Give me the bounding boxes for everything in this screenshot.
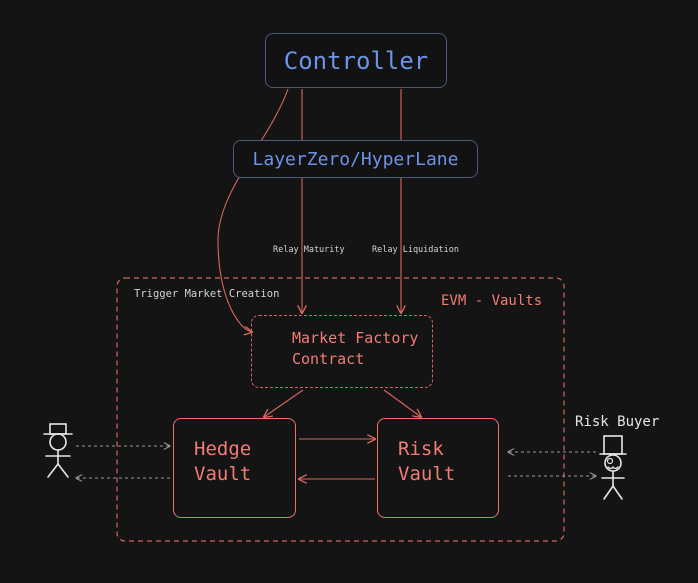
market-factory-line-2: Contract: [292, 350, 365, 368]
risk-vault-line-1: Risk: [398, 438, 444, 460]
trigger-market-creation-label: Trigger Market Creation: [134, 288, 280, 300]
controller-node: Controller: [265, 33, 447, 88]
layerzero-hyperlane-node: LayerZero/HyperLane: [233, 140, 478, 178]
market-factory-line-1: Market Factory: [292, 329, 419, 347]
risk-vault-line-2: Vault: [398, 463, 456, 485]
risk-vault-node: Risk Vault: [377, 418, 499, 518]
risk-buyer-label: Risk Buyer: [575, 414, 660, 430]
relay-maturity-label: Relay Maturity: [273, 245, 345, 255]
risk-buyer-figure-icon: [599, 435, 627, 500]
relay-liquidation-label: Relay Liquidation: [372, 245, 459, 255]
hedge-vault-node: Hedge Vault: [173, 418, 296, 518]
hedge-vault-line-1: Hedge: [194, 438, 252, 460]
evm-vaults-region: [116, 277, 565, 542]
controller-label: Controller: [283, 46, 429, 75]
factory-to-hedge-arrow: [264, 389, 304, 417]
hedge-vault-line-2: Vault: [194, 463, 252, 485]
layerzero-label: LayerZero/HyperLane: [252, 148, 459, 170]
trigger-arrow: [217, 88, 289, 332]
factory-to-risk-arrow: [383, 389, 421, 417]
evm-vaults-label: EVM - Vaults: [441, 293, 543, 309]
hedge-buyer-figure-icon: [43, 423, 73, 478]
market-factory-node: Market Factory Contract: [251, 315, 433, 388]
